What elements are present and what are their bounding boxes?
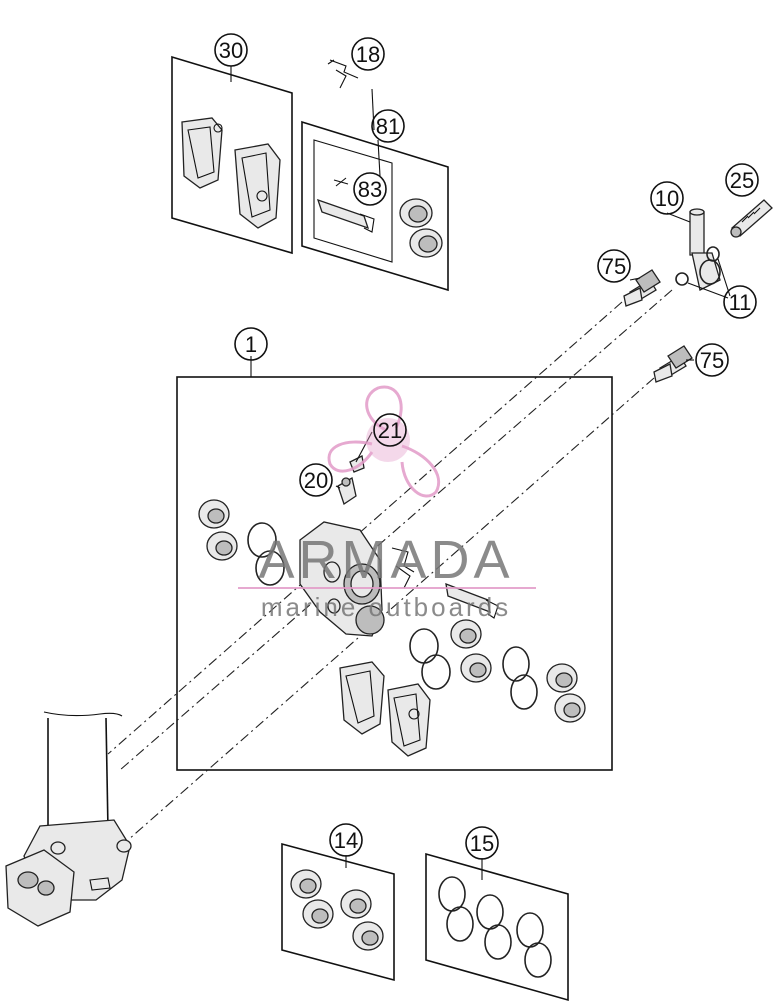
svg-text:21: 21	[378, 418, 402, 443]
svg-text:30: 30	[219, 38, 243, 63]
watermark-tagline: marine outboards	[261, 592, 511, 622]
pad-spring-clip	[391, 547, 415, 589]
callout-21: 21	[373, 413, 407, 447]
kit-panel-14	[281, 842, 395, 982]
svg-text:11: 11	[729, 290, 752, 315]
callout-25: 25	[725, 163, 759, 197]
bleed-valve-20	[337, 476, 357, 506]
pad-left-box	[339, 661, 385, 735]
brand-watermark: ARMADA marine outboards	[238, 385, 536, 622]
seal-rings-left	[247, 522, 285, 586]
callout-81: 81	[371, 109, 405, 143]
caliper-body	[299, 521, 385, 637]
callout-1: 1	[234, 327, 268, 361]
alignment-lines	[107, 289, 673, 841]
seal-rings-middle	[409, 628, 451, 690]
bushing-lower	[409, 228, 443, 258]
kit-panel-15	[425, 852, 569, 1002]
svg-text:75: 75	[602, 254, 626, 279]
kit-panel-81	[301, 120, 449, 292]
brake-pad-left	[181, 117, 223, 189]
callout-75-lower: 75	[695, 343, 729, 377]
leader-lines	[230, 66, 694, 880]
svg-text:18: 18	[356, 42, 380, 67]
callout-20: 20	[299, 463, 333, 497]
fork-leg	[5, 711, 132, 927]
spring-clip-18	[327, 59, 359, 89]
callout-30: 30	[214, 33, 248, 67]
svg-text:1: 1	[245, 332, 257, 357]
piston-left-lower	[206, 531, 238, 561]
bushing-upper	[399, 198, 433, 228]
kit-panel-30	[171, 55, 293, 255]
svg-text:10: 10	[655, 186, 679, 211]
bleed-screw-25	[730, 199, 773, 238]
callouts: 30 18 81 83 25 10 75 11	[214, 33, 759, 860]
svg-text:75: 75	[700, 348, 724, 373]
svg-text:83: 83	[358, 177, 382, 202]
mounting-bolt-75-upper	[623, 269, 661, 307]
pistons-middle	[450, 619, 492, 683]
callout-15: 15	[465, 826, 499, 860]
callout-11: 11	[723, 285, 757, 319]
callout-83: 83	[353, 172, 387, 206]
svg-text:20: 20	[304, 468, 328, 493]
svg-text:25: 25	[730, 168, 754, 193]
sealing-washers-11	[675, 246, 731, 299]
brake-pad-right	[234, 143, 281, 229]
bushings-right	[546, 663, 586, 723]
propeller-logo	[327, 385, 441, 498]
mounting-bolt-75-lower	[653, 345, 693, 383]
banjo-fitting-10	[689, 208, 721, 291]
guide-pin	[445, 582, 499, 619]
watermark-brand: ARMADA	[258, 530, 513, 590]
pad-right-box	[387, 683, 431, 757]
svg-text:15: 15	[470, 831, 494, 856]
svg-text:81: 81	[376, 114, 400, 139]
piston-left-upper	[198, 499, 230, 529]
callout-14: 14	[329, 823, 363, 857]
callout-18: 18	[351, 37, 385, 71]
svg-text:14: 14	[334, 828, 358, 853]
callout-75-upper: 75	[597, 249, 631, 283]
callout-10: 10	[650, 181, 684, 215]
guide-pin-83	[316, 177, 375, 233]
seal-rings-right	[502, 646, 538, 710]
